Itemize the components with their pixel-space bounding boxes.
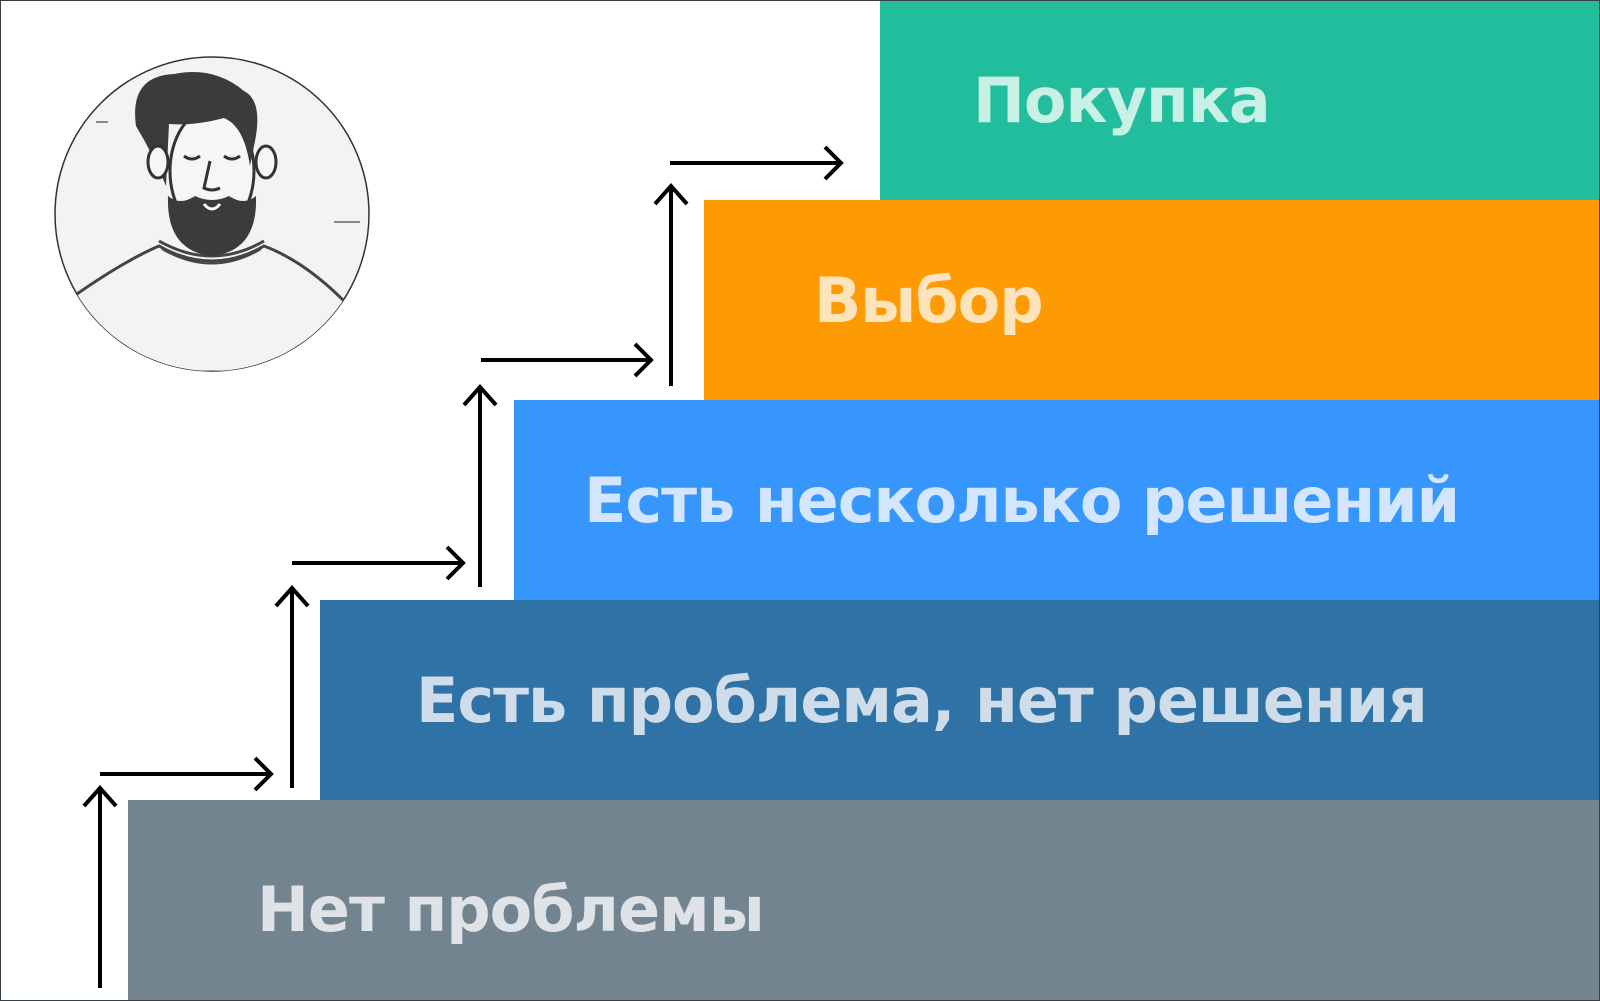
step-label: Есть проблема, нет решения	[416, 663, 1428, 737]
step-label: Выбор	[814, 263, 1044, 337]
arrow-right-icon	[100, 756, 274, 792]
arrow-up-icon	[462, 383, 498, 587]
step-several-solutions: Есть несколько решений	[514, 400, 1600, 600]
arrow-right-icon	[292, 545, 466, 581]
step-purchase: Покупка	[880, 0, 1600, 200]
arrow-up-icon	[274, 584, 310, 788]
arrow-up-icon	[82, 784, 118, 988]
arrow-right-icon	[670, 145, 844, 181]
step-label: Есть несколько решений	[584, 463, 1460, 537]
arrow-right-icon	[481, 342, 654, 378]
step-label: Покупка	[973, 63, 1271, 137]
step-problem-no-solution: Есть проблема, нет решения	[320, 600, 1600, 800]
arrow-up-icon	[653, 182, 689, 386]
step-no-problem: Нет проблемы	[128, 800, 1600, 1001]
step-label: Нет проблемы	[257, 873, 765, 946]
avatar-man-icon	[54, 56, 370, 372]
step-choice: Выбор	[704, 200, 1600, 400]
